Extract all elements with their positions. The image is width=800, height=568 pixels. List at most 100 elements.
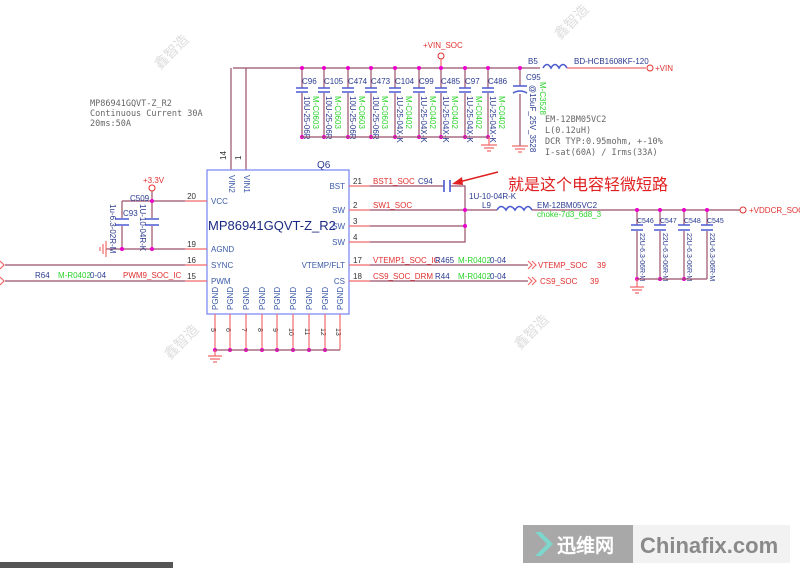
svg-text:15: 15 xyxy=(187,272,196,281)
svg-text:M-R0402: M-R0402 xyxy=(458,256,491,265)
svg-text:PGND: PGND xyxy=(273,287,282,310)
output-capacitor: C548 22U-6.3-06R-M xyxy=(678,208,701,281)
svg-text:C97: C97 xyxy=(465,77,480,86)
svg-text:11: 11 xyxy=(303,328,310,335)
svg-text:1U-25-04X-K: 1U-25-04X-K xyxy=(441,96,450,143)
svg-text:10U-25-06R: 10U-25-06R xyxy=(348,96,357,140)
ground-icon xyxy=(481,137,497,152)
ferrite-b5: B5 BD-HCB1608KF-120 +VIN xyxy=(528,57,673,73)
svg-text:Continuous Current 30A: Continuous Current 30A xyxy=(90,109,203,119)
svg-text:PGND: PGND xyxy=(258,287,267,310)
svg-text:14: 14 xyxy=(219,151,228,160)
svg-text:SW: SW xyxy=(332,238,345,247)
svg-text:BD-HCB1608KF-120: BD-HCB1608KF-120 xyxy=(574,57,649,66)
c94-value: 1U-10-04R-K xyxy=(469,192,517,201)
ground-icon xyxy=(630,279,644,294)
svg-text:Chinafix.com: Chinafix.com xyxy=(640,533,778,558)
svg-text:22U-6.3-06R-M: 22U-6.3-06R-M xyxy=(638,233,645,281)
scrollbar[interactable] xyxy=(0,562,173,568)
svg-text:1U-25-04X-K: 1U-25-04X-K xyxy=(395,96,404,143)
svg-text:VIN1: VIN1 xyxy=(242,175,251,193)
svg-text:16: 16 xyxy=(187,256,196,265)
svg-text:7: 7 xyxy=(240,328,247,332)
svg-text:C548: C548 xyxy=(684,218,701,225)
svg-text:M-C0603: M-C0603 xyxy=(380,96,389,129)
svg-text:0-04: 0-04 xyxy=(90,271,107,280)
svg-text:M-R0402: M-R0402 xyxy=(458,272,491,281)
svg-text:EM-12BM05VC2: EM-12BM05VC2 xyxy=(545,115,606,125)
svg-text:C104: C104 xyxy=(395,77,415,86)
svg-text:M-C0603: M-C0603 xyxy=(333,96,342,129)
svg-text:22U-6.3-06R-M: 22U-6.3-06R-M xyxy=(685,233,692,281)
svg-text:+VDDCR_SOC: +VDDCR_SOC xyxy=(749,206,800,215)
svg-text:R64: R64 xyxy=(35,271,50,280)
svg-text:22U-6.3-06R-M: 22U-6.3-06R-M xyxy=(708,233,715,281)
svg-text:CS9_SOC: CS9_SOC xyxy=(540,277,578,286)
watermark-diag: 鑫智造 xyxy=(151,31,192,72)
svg-text:AGND: AGND xyxy=(211,245,234,254)
svg-text:M-C3528: M-C3528 xyxy=(538,82,547,115)
svg-text:CS9_SOC_DRM: CS9_SOC_DRM xyxy=(373,272,433,281)
vin-label: +VIN xyxy=(655,64,673,73)
svg-text:0-04: 0-04 xyxy=(490,256,507,265)
svg-text:C546: C546 xyxy=(637,218,654,225)
svg-text:PGND: PGND xyxy=(211,287,220,310)
chip-name: MP86941GQVT-Z_R2 xyxy=(208,218,336,233)
svg-text:+3.3V: +3.3V xyxy=(143,176,165,185)
svg-text:L9: L9 xyxy=(482,201,491,210)
svg-text:PGND: PGND xyxy=(226,287,235,310)
svg-text:20: 20 xyxy=(187,192,196,201)
svg-text:VTEMP_SOC: VTEMP_SOC xyxy=(538,261,588,270)
svg-text:SYNC: SYNC xyxy=(211,261,233,270)
svg-text:BST: BST xyxy=(329,182,345,191)
svg-text:10U-25-06R: 10U-25-06R xyxy=(324,96,333,140)
vin-soc-label: +VIN_SOC xyxy=(423,41,463,50)
chinafix-watermark: 迅维网 Chinafix.com xyxy=(523,525,790,563)
pgnd-pin: PGND 7 xyxy=(240,287,251,352)
svg-text:PGND: PGND xyxy=(242,287,251,310)
svg-text:C473: C473 xyxy=(371,77,391,86)
watermark-diag: 鑫智造 xyxy=(161,321,202,362)
svg-text:I-sat(60A) / Irms(33A): I-sat(60A) / Irms(33A) xyxy=(545,148,658,158)
svg-text:C485: C485 xyxy=(441,77,461,86)
svg-text:L(0.12uH): L(0.12uH) xyxy=(545,126,591,136)
svg-text:choke-7d3_6d8_3: choke-7d3_6d8_3 xyxy=(537,210,602,219)
svg-text:10: 10 xyxy=(287,328,294,336)
capacitor-c95: C95 @15uF_25V_3528 M-C3528 xyxy=(512,68,547,153)
svg-text:C486: C486 xyxy=(488,77,508,86)
svg-text:1u-6.3-02R-M: 1u-6.3-02R-M xyxy=(108,204,117,254)
svg-text:SW: SW xyxy=(332,206,345,215)
svg-text:VCC: VCC xyxy=(211,197,228,206)
vin-soc-port xyxy=(437,52,445,60)
svg-text:4: 4 xyxy=(353,233,358,242)
svg-text:2: 2 xyxy=(353,201,358,210)
bst-sw-net: BST1_SOC C94 1U-10-04R-K SW1_SOC L9 EM-1… xyxy=(349,177,800,243)
svg-text:12: 12 xyxy=(319,328,326,336)
svg-text:PGND: PGND xyxy=(305,287,314,310)
svg-text:13: 13 xyxy=(334,328,341,336)
chip-pin: 2SW xyxy=(332,201,358,215)
ground-icon xyxy=(208,350,222,363)
svg-text:1U-25-04X-K: 1U-25-04X-K xyxy=(488,96,497,143)
svg-text:VTEMP1_SOC_IC: VTEMP1_SOC_IC xyxy=(373,256,439,265)
svg-text:PWM: PWM xyxy=(211,277,231,286)
svg-text:DCR TYP:0.95mohm, +-10%: DCR TYP:0.95mohm, +-10% xyxy=(545,137,663,147)
svg-text:B5: B5 xyxy=(528,57,538,66)
svg-text:M-C0402: M-C0402 xyxy=(474,96,483,129)
svg-text:C94: C94 xyxy=(418,177,433,186)
svg-text:迅维网: 迅维网 xyxy=(557,534,614,557)
output-capacitor: C546 22U-6.3-06R-M xyxy=(631,208,654,281)
